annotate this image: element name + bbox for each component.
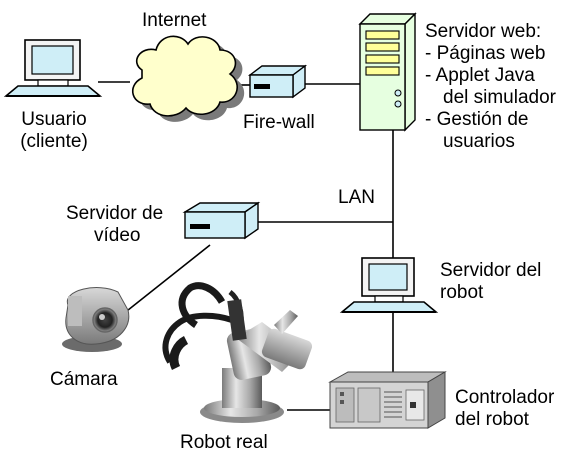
robot-server-label-line-1: Servidor del (440, 260, 542, 281)
web-server-item-3-cont: usuarios (443, 131, 515, 152)
camera-icon (62, 287, 130, 352)
video-server-label-line-1: Servidor de (66, 203, 164, 224)
link-videoserver-camera (117, 244, 211, 319)
web-server-item-2-cont: del simulador (443, 87, 556, 108)
camera-label: Cámara (50, 369, 118, 390)
robot-controller-icon (328, 371, 447, 429)
robot-server-label-line-2: robot (440, 282, 484, 303)
lan-label: LAN (338, 187, 375, 208)
controller-label-line-2: del robot (455, 409, 529, 430)
controller-label-line-1: Controlador (455, 387, 555, 408)
video-server-icon (182, 201, 261, 240)
robot-arm-icon (162, 282, 313, 423)
web-server-icon (358, 12, 417, 132)
internet-label: Internet (142, 10, 207, 31)
web-server-title: Servidor web: (425, 21, 542, 42)
user-label: Usuario (cliente) (4, 109, 104, 153)
firewall-icon (247, 64, 308, 99)
robot-server-label: Servidor del robot (440, 260, 541, 304)
real-robot-label: Robot real (180, 432, 268, 453)
firewall-label: Fire-wall (243, 112, 315, 133)
web-server-item-3: - Gestión de (425, 109, 529, 130)
web-server-item-2: - Applet Java (425, 65, 535, 86)
internet-cloud-icon (131, 35, 245, 122)
robot-server-computer-icon (339, 257, 439, 313)
video-server-label: Servidor de vídeo (66, 203, 163, 247)
user-computer-icon (3, 39, 103, 97)
web-server-item-1: - Páginas web (425, 43, 546, 64)
user-label-line-1: Usuario (21, 109, 87, 130)
video-server-label-line-2: vídeo (94, 225, 141, 246)
web-server-label: Servidor web: - Páginas web - Applet Jav… (425, 21, 556, 153)
user-label-line-2: (cliente) (20, 131, 88, 152)
controller-label: Controlador del robot (455, 387, 554, 431)
